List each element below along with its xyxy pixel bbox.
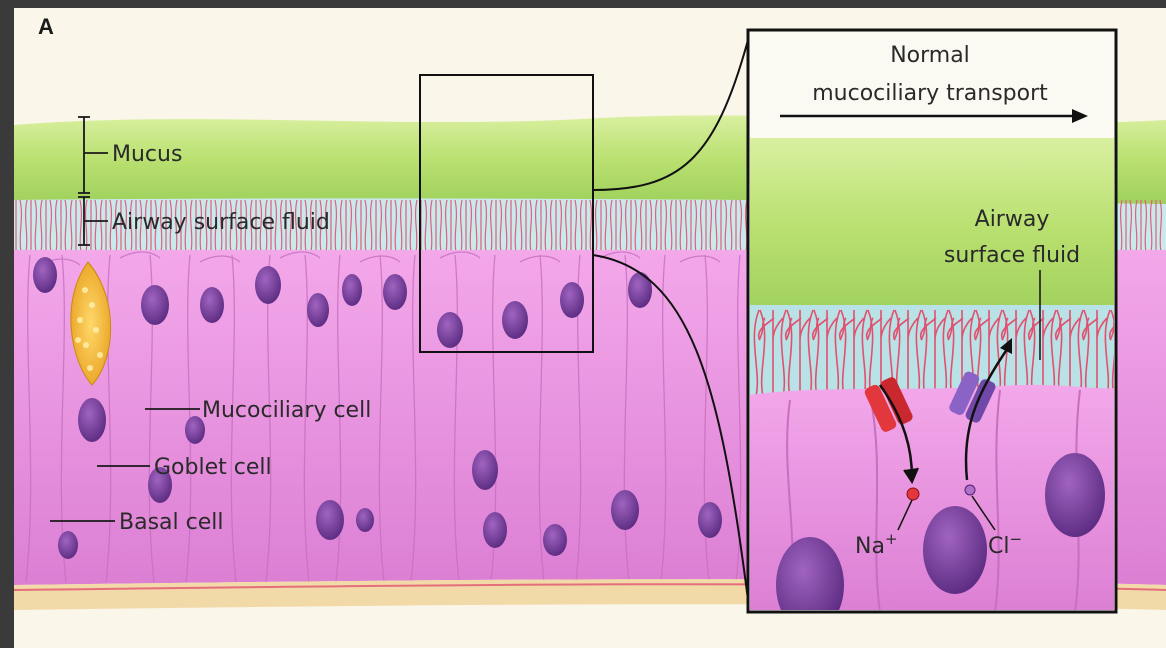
sodium-ion	[907, 488, 919, 500]
panel-label: A	[38, 14, 54, 39]
nucleus	[307, 293, 329, 327]
chloride-symbol: Cl	[988, 534, 1009, 559]
nucleus	[611, 490, 639, 530]
nucleus	[437, 312, 463, 348]
nucleus	[483, 512, 507, 548]
inset-title-line2: mucociliary transport	[812, 81, 1048, 106]
nucleus	[472, 450, 498, 490]
chloride-ion	[965, 485, 975, 495]
nucleus	[543, 524, 567, 556]
inset-asf-line1: Airway	[975, 207, 1050, 232]
nucleus	[383, 274, 407, 310]
nucleus	[502, 301, 528, 339]
nucleus	[200, 287, 224, 323]
nucleus	[78, 398, 106, 442]
nucleus	[628, 272, 652, 308]
basal-cell-label: Basal cell	[119, 510, 223, 535]
inset-asf-line2: surface fluid	[944, 243, 1080, 268]
sodium-symbol: Na	[855, 534, 885, 559]
nucleus	[560, 282, 584, 318]
inset-nucleus-3	[1045, 453, 1105, 537]
inset-title-line1: Normal	[890, 43, 970, 68]
airway-surface-fluid-label: Airway surface fluid	[112, 210, 330, 235]
nucleus	[141, 285, 169, 325]
goblet-cell-label: Goblet cell	[154, 455, 272, 480]
mucus-label: Mucus	[112, 142, 182, 167]
chloride-charge: −	[1009, 530, 1022, 548]
nucleus	[356, 508, 374, 532]
mucociliary-cell-label: Mucociliary cell	[202, 398, 371, 423]
inset-nucleus-2	[923, 506, 987, 594]
nucleus	[58, 531, 78, 559]
nucleus	[342, 274, 362, 306]
inset-panel	[748, 30, 1125, 633]
nucleus	[255, 266, 281, 304]
nucleus	[316, 500, 344, 540]
nucleus	[33, 257, 57, 293]
sodium-charge: +	[885, 530, 898, 548]
nucleus	[698, 502, 722, 538]
